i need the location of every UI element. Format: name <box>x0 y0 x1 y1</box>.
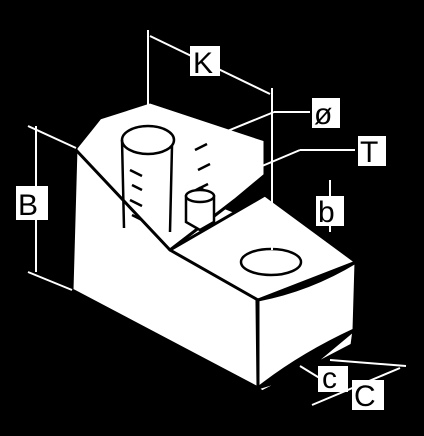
bolt <box>184 186 216 232</box>
upper-hole-walls <box>120 139 174 233</box>
c-upper-extension <box>329 359 407 367</box>
label-b-upper: B <box>18 189 38 222</box>
upper-hole <box>120 124 211 233</box>
lower-hole <box>239 247 303 277</box>
t-leader <box>209 149 301 189</box>
bolt-head <box>184 188 216 204</box>
label-c-upper: C <box>354 380 376 413</box>
thread-marks-left <box>129 168 143 222</box>
labels: K ø T B b c C <box>16 46 386 413</box>
label-b-lower-bg <box>316 196 344 226</box>
diameter-leader <box>175 111 275 153</box>
label-b-upper-bg <box>16 186 48 220</box>
b-bottom-extension <box>27 271 73 291</box>
thread-marks-right <box>194 142 211 210</box>
block-bottom-slot <box>256 328 356 394</box>
label-c-upper-bg <box>352 380 384 410</box>
label-t: T <box>360 136 378 169</box>
label-c-lower-bg <box>318 366 348 392</box>
label-diameter: ø <box>314 98 332 131</box>
b-top-extension <box>27 125 77 149</box>
label-diameter-bg <box>312 98 340 128</box>
label-t-bg <box>358 136 386 166</box>
label-b-lower: b <box>318 196 335 229</box>
label-k: K <box>193 47 213 80</box>
upper-hole-ellipse <box>120 124 176 156</box>
label-c-lower: c <box>322 362 337 395</box>
label-k-bg <box>190 46 220 76</box>
dimension-lines <box>27 30 407 406</box>
